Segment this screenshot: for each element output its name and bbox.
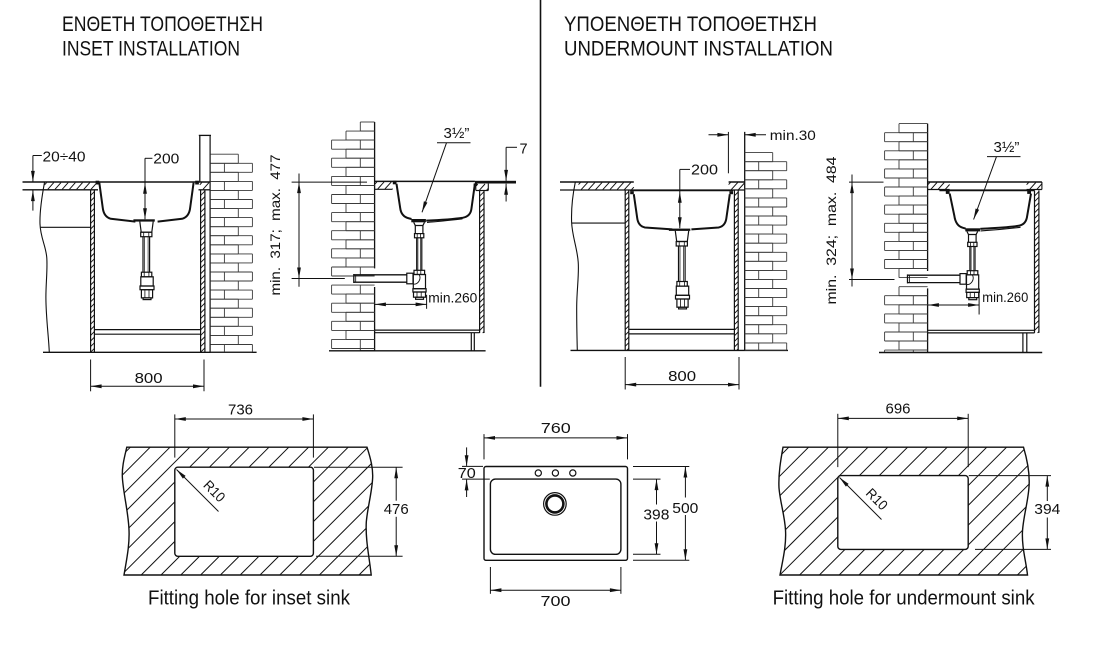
- svg-text:800: 800: [135, 371, 163, 387]
- svg-text:Fitting hole for undermount si: Fitting hole for undermount sink: [773, 587, 1036, 610]
- svg-text:696: 696: [886, 401, 911, 418]
- svg-text:394: 394: [1034, 501, 1060, 518]
- svg-text:500: 500: [672, 500, 698, 517]
- svg-text:ΕΝΘΕΤΗ ΤΟΠΟΘΕΤΗΣΗ: ΕΝΘΕΤΗ ΤΟΠΟΘΕΤΗΣΗ: [62, 13, 263, 36]
- svg-text:min.30: min.30: [770, 127, 816, 143]
- svg-text:800: 800: [668, 369, 696, 385]
- svg-text:476: 476: [384, 501, 409, 518]
- svg-text:min.260: min.260: [982, 290, 1028, 305]
- svg-text:ΥΠΟΕΝΘΕΤΗ ΤΟΠΟΘΕΤΗΣΗ: ΥΠΟΕΝΘΕΤΗ ΤΟΠΟΘΕΤΗΣΗ: [564, 13, 817, 36]
- svg-text:700: 700: [541, 594, 571, 610]
- svg-text:70: 70: [458, 465, 476, 482]
- svg-text:3½”: 3½”: [444, 125, 470, 142]
- svg-text:Fitting hole for inset sink: Fitting hole for inset sink: [148, 587, 351, 610]
- svg-text:760: 760: [541, 421, 571, 437]
- svg-text:INSET INSTALLATION: INSET INSTALLATION: [62, 38, 240, 61]
- svg-text:200: 200: [153, 151, 179, 167]
- svg-text:min. 317; max. 477: min. 317; max. 477: [268, 155, 283, 296]
- svg-text:min. 324; max. 484: min. 324; max. 484: [824, 156, 839, 304]
- svg-text:736: 736: [228, 402, 253, 419]
- svg-text:7: 7: [520, 142, 528, 158]
- svg-text:398: 398: [643, 506, 669, 523]
- svg-text:min.260: min.260: [428, 290, 477, 305]
- svg-text:200: 200: [691, 163, 718, 179]
- svg-text:20÷40: 20÷40: [43, 150, 86, 166]
- svg-text:UNDERMOUNT INSTALLATION: UNDERMOUNT INSTALLATION: [564, 38, 833, 61]
- svg-text:3½”: 3½”: [994, 139, 1020, 156]
